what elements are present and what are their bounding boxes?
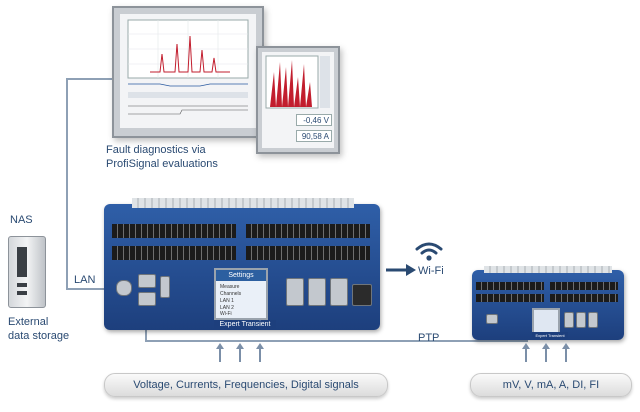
- secondary-ethernet-port: [486, 314, 498, 324]
- readout-1: -0,46 V: [296, 114, 332, 126]
- input-arrow-up-icon: [236, 343, 244, 362]
- input-arrow-up-icon: [562, 343, 570, 362]
- ptp-label: PTP: [418, 332, 440, 344]
- main-lcd-display: Settings Measure Channels LAN 1 LAN 2 Wi…: [214, 268, 268, 320]
- main-device-name: Expert Transient: [214, 320, 276, 330]
- secondary-sub-d-port-1: [564, 312, 574, 328]
- main-sub-d-port-3: [330, 278, 348, 306]
- wifi-arrow: [386, 264, 416, 276]
- lcd-menu-item: Channels: [220, 291, 242, 297]
- main-ethernet-port-2: [138, 292, 156, 306]
- nas-label: NAS: [10, 214, 33, 226]
- fault-label-line2: ProfiSignal evaluations: [106, 158, 218, 170]
- ptp-line: [145, 340, 527, 342]
- secondary-sub-d-port-3: [588, 312, 598, 328]
- nas-device: [8, 236, 46, 308]
- secondary-device-top-strip: [484, 266, 612, 273]
- lan-line-to-monitor: [66, 78, 114, 80]
- secondary-lcd-display: [532, 308, 560, 334]
- readout-2: 90,58 A: [296, 130, 332, 142]
- nas-drive-slot: [17, 247, 27, 277]
- nas-usb-port-2: [17, 291, 27, 295]
- secondary-terminal-block-1: [476, 282, 544, 290]
- secondary-terminal-block-4: [550, 294, 618, 302]
- readout-1-value: -0,46: [303, 116, 322, 125]
- lan-line-vertical: [66, 78, 68, 288]
- lan-label: LAN: [74, 274, 96, 286]
- secondary-terminal-block-3: [476, 294, 544, 302]
- lcd-menu-item: LAN 2: [220, 305, 234, 311]
- secondary-device-name: Expert Transient: [532, 332, 568, 340]
- wifi-icon: [415, 242, 443, 261]
- main-device: Settings Measure Channels LAN 1 LAN 2 Wi…: [104, 198, 380, 330]
- monitor-secondary-screen: -0,46 V 90,58 A: [262, 52, 334, 148]
- spectrum-chart: [265, 55, 330, 109]
- nas-usb-port: [17, 283, 27, 287]
- external-label-line2: data storage: [8, 330, 70, 342]
- main-sub-d-port-1: [286, 278, 304, 306]
- main-lcd-title: Settings: [216, 270, 266, 281]
- waveform-chart: [127, 19, 249, 115]
- main-sub-d-port-2: [308, 278, 326, 306]
- external-label-line1: External: [8, 316, 49, 328]
- secondary-sub-d-port-2: [576, 312, 586, 328]
- lcd-menu-item: Wi-Fi: [220, 311, 232, 317]
- ptp-line-up-main: [145, 330, 147, 342]
- main-inputs-banner: Voltage, Currents, Frequencies, Digital …: [104, 373, 388, 397]
- input-arrow-up-icon: [522, 343, 530, 362]
- fault-label-line1: Fault diagnostics via: [106, 144, 206, 156]
- secondary-device: Expert Transient: [472, 266, 624, 340]
- lan-line-to-device: [66, 288, 110, 290]
- input-arrow-up-icon: [216, 343, 224, 362]
- readout-1-unit: V: [323, 116, 329, 125]
- secondary-inputs-banner: mV, V, mA, A, DI, FI: [470, 373, 632, 397]
- wifi-label: Wi-Fi: [418, 265, 444, 277]
- monitor-secondary: -0,46 V 90,58 A: [256, 46, 340, 154]
- main-device-top-strip: [132, 198, 354, 208]
- secondary-terminal-block-2: [550, 282, 618, 290]
- monitor-main-screen: [120, 14, 256, 128]
- main-terminal-block-4: [246, 246, 370, 260]
- input-arrow-up-icon: [542, 343, 550, 362]
- readout-2-value: 90,58: [301, 132, 322, 141]
- main-terminal-block-1: [112, 224, 236, 238]
- main-usb-port: [160, 276, 170, 298]
- readout-2-unit: A: [323, 132, 329, 141]
- main-ethernet-port-1: [138, 274, 156, 288]
- main-terminal-block-2: [246, 224, 370, 238]
- lcd-menu-item: LAN 1: [220, 298, 234, 304]
- main-terminal-block-3: [112, 246, 236, 260]
- main-power-connector: [116, 280, 132, 296]
- main-switch: [352, 284, 372, 306]
- input-arrow-up-icon: [256, 343, 264, 362]
- lcd-menu-item: Measure: [220, 284, 240, 290]
- monitor-main: [112, 6, 264, 138]
